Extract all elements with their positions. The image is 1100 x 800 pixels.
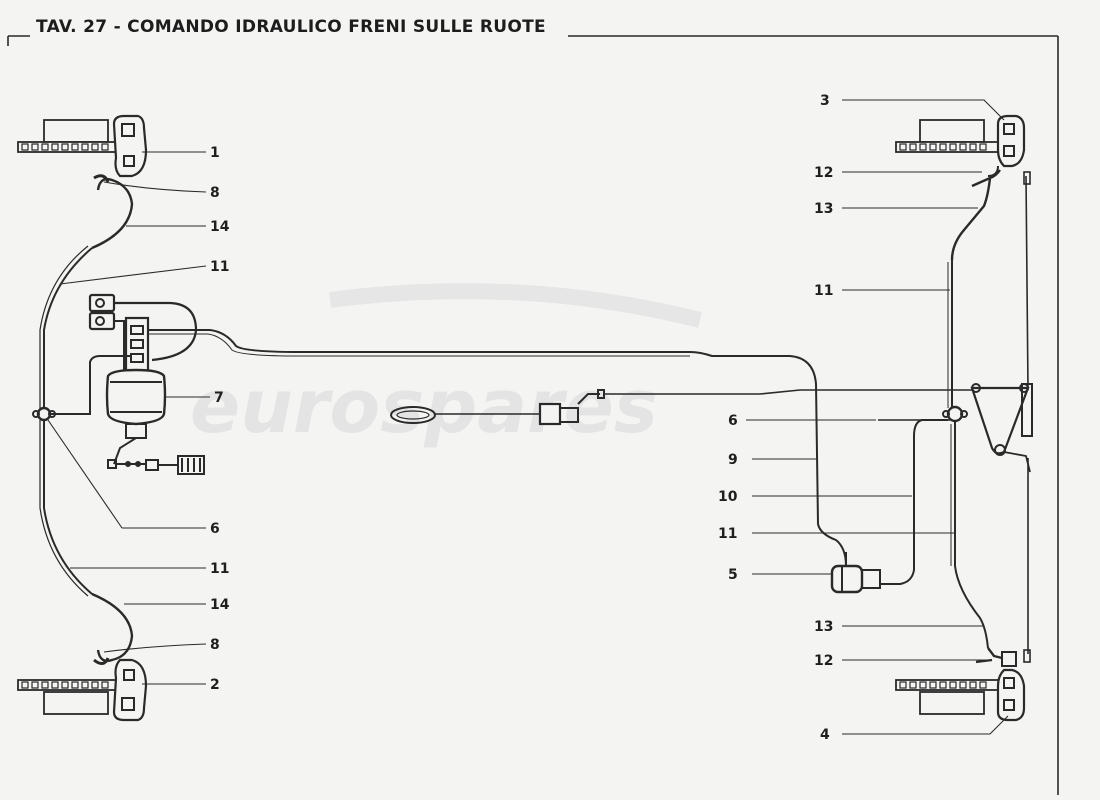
flexible-hose-front-right: [950, 177, 992, 261]
pipe-master-to-left-tee: [50, 355, 130, 415]
watermark-text: eurospares: [190, 364, 658, 450]
callout-label: 8: [210, 185, 220, 201]
callout-label: 1: [210, 145, 220, 161]
callouts-right: 3 12 13 11 6 9 10 11 5 13 12 4: [718, 93, 833, 743]
callout-label: 2: [210, 677, 220, 693]
callout-label: 11: [210, 259, 229, 275]
diagram-title: TAV. 27 - COMANDO IDRAULICO FRENI SULLE …: [32, 17, 550, 37]
callouts-left: 1 8 14 11 7 6 11 14 8 2: [210, 145, 230, 693]
rigid-pipe-right-rear: [954, 422, 989, 649]
bellcrank: [970, 383, 1033, 473]
watermark: eurospares: [190, 283, 702, 450]
brake-fluid-reservoirs: [88, 293, 116, 331]
callout-label: 14: [210, 597, 230, 613]
callout-label: 12: [814, 653, 833, 669]
callout-label: 11: [718, 526, 737, 542]
rigid-pipe-left-rear: [43, 420, 93, 595]
brake-disc-rear-right: [895, 679, 1009, 715]
callout-label: 4: [820, 727, 830, 743]
rigid-pipe-left-front: [43, 247, 93, 412]
callout-label: 13: [814, 619, 833, 635]
callout-label: 9: [728, 452, 738, 468]
brake-servo: [105, 368, 167, 439]
tee-fitting-right: [946, 405, 964, 423]
brake-disc-front-right: [895, 119, 1009, 153]
pipe-master-to-front-tee: [148, 329, 847, 567]
callout-label: 8: [210, 637, 220, 653]
pipe-tee-to-pressure-valve: [880, 419, 948, 585]
brake-caliper-front-right: [996, 114, 1026, 168]
pressure-regulator-valve: [830, 552, 881, 594]
page-frame: [7, 35, 1059, 795]
brake-pedal: [158, 455, 205, 475]
callout-label: 11: [210, 561, 229, 577]
callout-label: 12: [814, 165, 833, 181]
callout-label: 11: [814, 283, 833, 299]
callout-label: 7: [214, 390, 224, 406]
handbrake-cable-right: [1025, 175, 1029, 654]
brake-disc-front-left: [17, 119, 131, 153]
pedal-linkage: [107, 459, 159, 471]
callout-label: 5: [728, 567, 738, 583]
brake-caliper-rear-right: [996, 651, 1026, 722]
callout-label: 3: [820, 93, 830, 109]
callout-label: 13: [814, 201, 833, 217]
leader-lines: [47, 99, 1009, 735]
flexible-hose-front-left: [91, 177, 134, 250]
callout-label: 6: [728, 413, 738, 429]
brake-caliper-rear-left: [112, 658, 148, 722]
brake-caliper-front-left: [112, 114, 148, 178]
master-cylinder: [124, 316, 150, 376]
callout-label: 14: [210, 219, 230, 235]
callout-label: 6: [210, 521, 220, 537]
flexible-hose-rear-left: [91, 592, 134, 663]
pressure-switch: [390, 389, 605, 426]
callout-label: 10: [718, 489, 738, 505]
